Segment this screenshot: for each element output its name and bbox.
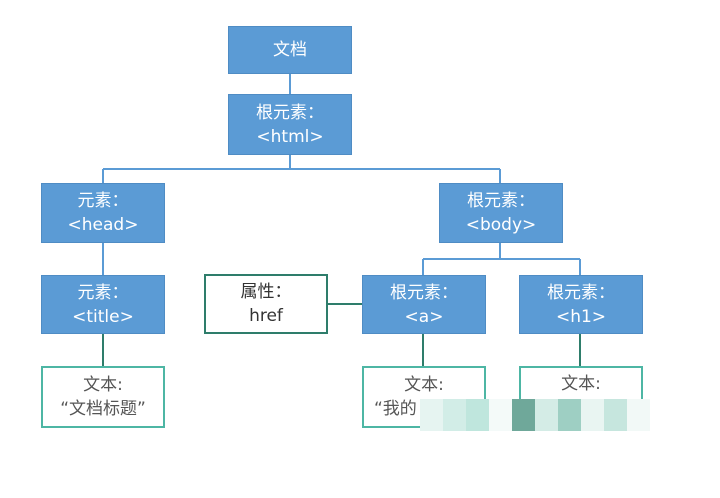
node-a: 根元素： <a> bbox=[362, 275, 486, 334]
node-body-tag: <body> bbox=[465, 215, 537, 235]
node-a-kind: 根元素： bbox=[390, 282, 458, 303]
node-h1-kind: 根元素： bbox=[547, 282, 615, 303]
node-head-kind: 元素： bbox=[77, 191, 129, 211]
node-document: 文档 bbox=[228, 26, 352, 74]
node-root-html-tag: <html> bbox=[256, 126, 324, 147]
node-attribute-value: href bbox=[249, 306, 283, 326]
node-root-html: 根元素： <html> bbox=[228, 94, 352, 155]
node-h1-tag: <h1> bbox=[555, 306, 607, 327]
node-a-tag: <a> bbox=[404, 306, 444, 327]
node-text-title-value: “文档标题” bbox=[60, 399, 146, 419]
node-text-title-kind: 文本: bbox=[83, 375, 123, 395]
node-attribute: 属性： href bbox=[204, 274, 328, 334]
watermark-mosaic bbox=[420, 399, 650, 431]
node-title-tag: <title> bbox=[72, 306, 134, 327]
node-text-a-kind: 文本: bbox=[404, 375, 444, 395]
node-title-kind: 元素： bbox=[77, 282, 129, 303]
node-h1: 根元素： <h1> bbox=[519, 275, 643, 334]
node-text-h1-kind: 文本: bbox=[561, 374, 601, 394]
node-root-html-kind: 根元素： bbox=[256, 102, 324, 123]
node-body: 根元素： <body> bbox=[439, 183, 563, 243]
node-attribute-kind: 属性： bbox=[240, 282, 292, 302]
node-text-title: 文本: “文档标题” bbox=[41, 366, 165, 428]
node-body-kind: 根元素： bbox=[467, 191, 535, 211]
node-document-label: 文档 bbox=[273, 40, 307, 60]
node-title: 元素： <title> bbox=[41, 275, 165, 334]
node-head-tag: <head> bbox=[67, 215, 139, 235]
node-head: 元素： <head> bbox=[41, 183, 165, 243]
node-text-a-value: “我的 bbox=[374, 399, 417, 419]
